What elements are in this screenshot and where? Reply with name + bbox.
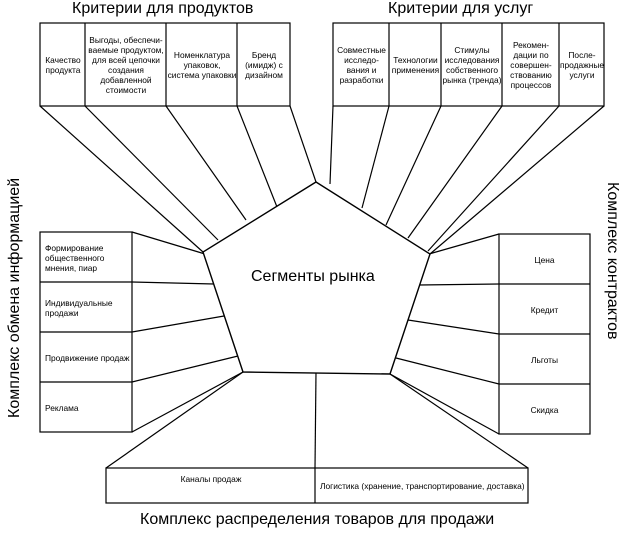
product-criterion-packaging: Номенклатура упаковок, система упаковки: [167, 50, 237, 80]
heading-service-criteria: Критерии для услуг: [388, 0, 534, 17]
contract-item-discount: Скидка: [530, 404, 559, 415]
distribution-item-sales-channels: Каналы продаж: [180, 474, 242, 484]
info-item-public-opinion: Формирование общественного мнения, пиар: [45, 242, 105, 273]
distribution-item-logistics: Логистика (хранение, транспортирование, …: [320, 480, 525, 491]
contract-item-price: Цена: [534, 254, 555, 265]
contract-item-benefits: Льготы: [530, 354, 559, 365]
service-criterion-after-sales: После-продажные услуги: [559, 50, 605, 80]
info-item-advertising: Реклама: [45, 402, 79, 413]
product-criterion-quality: Качество продукта: [45, 55, 81, 75]
product-criterion-brand: Бренд (имидж) с дизайном: [245, 50, 283, 80]
product-criterion-benefits: Выгоды, обеспечи-ваемые продуктом, для в…: [88, 35, 164, 95]
center-market-segments: Сегменты рынка: [251, 268, 375, 285]
service-criterion-joint-research: Совместные исследо-вания и разработки: [337, 45, 386, 85]
service-criterion-application-tech: Технологии применения: [391, 55, 440, 75]
info-item-personal-selling: Индивидуальные продажи: [45, 297, 113, 318]
heading-distribution: Комплекс распределения товаров для прода…: [140, 511, 495, 528]
info-item-sales-promotion: Продвижение продаж: [45, 352, 130, 363]
service-criterion-market-research: Стимулы исследования собственного рынка …: [442, 45, 502, 85]
contract-item-credit: Кредит: [530, 304, 559, 315]
service-criterion-recommendations: Рекомен-дации по совершен-ствованию проц…: [510, 40, 552, 90]
heading-product-criteria: Критерии для продуктов: [72, 0, 254, 17]
